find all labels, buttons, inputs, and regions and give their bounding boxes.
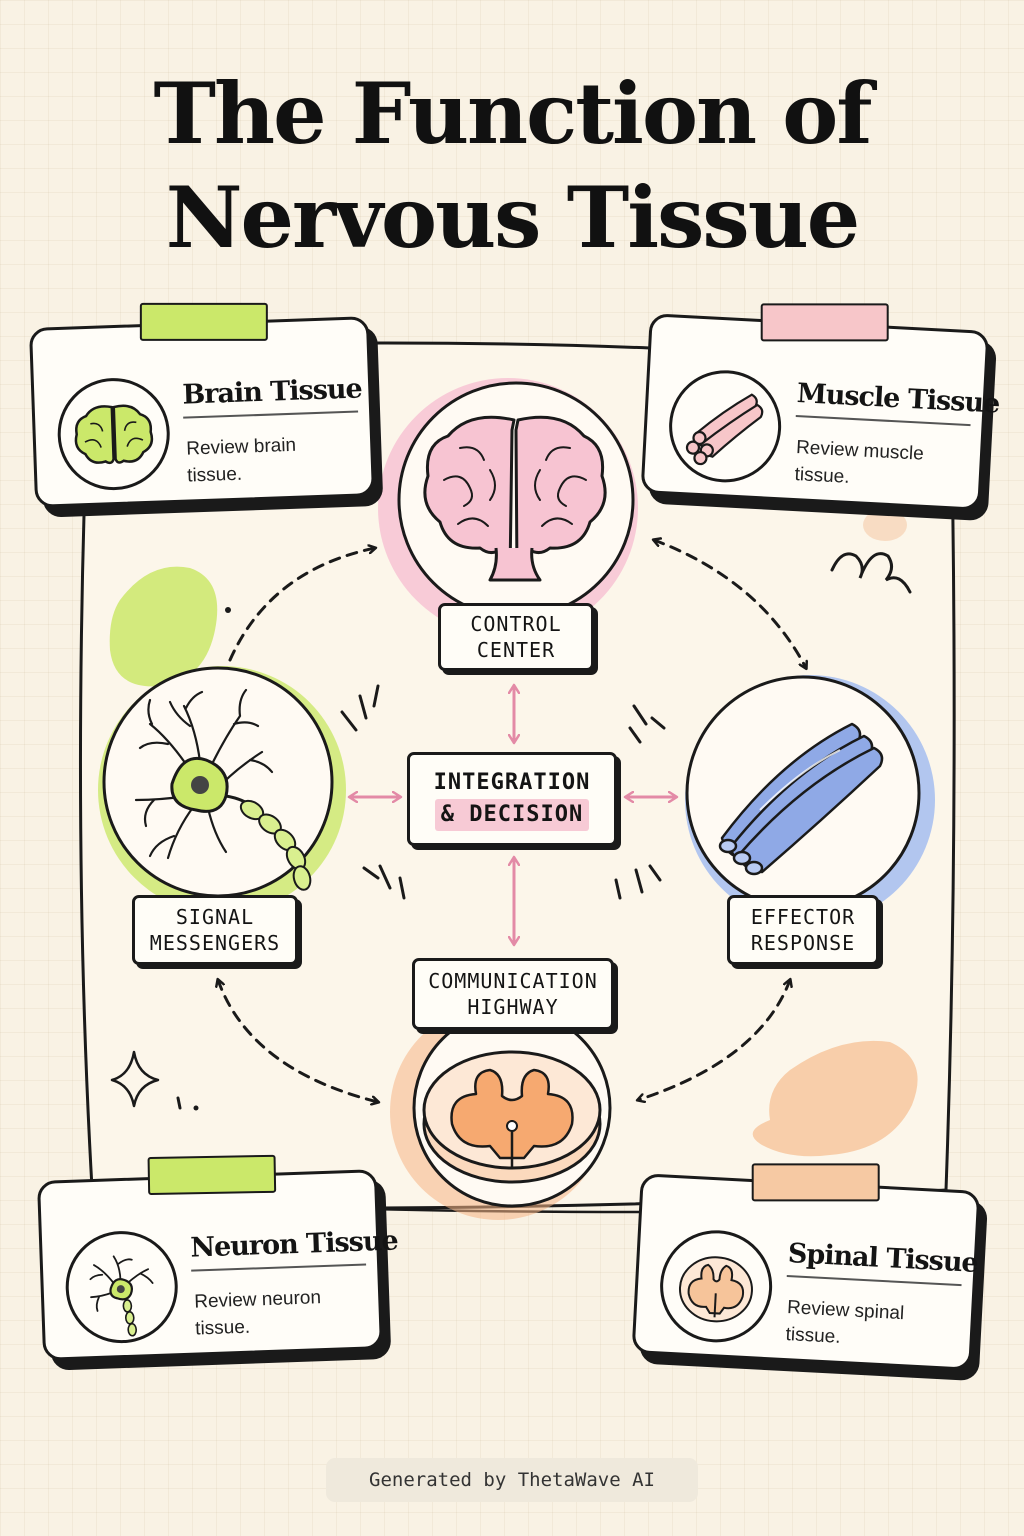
title-line-1: The Function of xyxy=(153,64,873,163)
control-center-node xyxy=(378,378,638,638)
communication-line1: COMMUNICATION xyxy=(428,969,598,993)
spinal-cord-icon xyxy=(657,1227,775,1346)
integration-arrows xyxy=(350,686,676,944)
neuron-icon xyxy=(63,1229,180,1346)
card-tape xyxy=(147,1154,277,1195)
sparkle-icon xyxy=(110,1050,160,1108)
card-tape xyxy=(139,302,268,341)
muscle-tissue-title: Muscle Tissue xyxy=(795,378,1000,427)
spinal-cord-illustration-icon xyxy=(422,1050,602,1184)
card-tape xyxy=(760,303,889,342)
communication-line2: HIGHWAY xyxy=(467,995,559,1019)
brain-tissue-desc: Review brain tissue. xyxy=(185,434,297,487)
neuron-illustration-icon xyxy=(134,688,312,891)
muscle-icon xyxy=(666,367,784,486)
brain-icon xyxy=(55,376,172,493)
spinal-tissue-desc: Review spinal tissue. xyxy=(785,1297,905,1348)
communication-highway-node xyxy=(390,1004,612,1220)
page-title: The Function of Nervous Tissue xyxy=(0,62,1024,270)
green-blob xyxy=(109,566,218,687)
muscle-tissue-card[interactable]: Muscle Tissue Review muscle tissue. xyxy=(640,303,1000,511)
effector-line1: EFFECTOR xyxy=(750,905,856,929)
signal-line2: MESSENGERS xyxy=(149,931,281,955)
squiggle-doodle xyxy=(830,552,912,594)
neuron-tissue-desc: Review neuron tissue. xyxy=(193,1287,322,1340)
muscle-illustration-icon xyxy=(718,722,884,876)
integration-line1: INTEGRATION xyxy=(433,770,591,795)
signal-line1: SIGNAL xyxy=(175,905,255,929)
effector-response-label: EFFECTOR RESPONSE xyxy=(727,895,879,965)
neuron-tissue-card[interactable]: Neuron Tissue Review neuron tissue. xyxy=(36,1154,398,1361)
effector-response-node xyxy=(685,675,935,925)
emphasis-ticks xyxy=(340,684,666,900)
control-center-line1: CONTROL xyxy=(470,612,562,636)
control-center-label: CONTROL CENTER xyxy=(438,603,594,671)
orange-blob xyxy=(752,1040,918,1157)
brain-illustration-icon xyxy=(423,415,607,582)
spinal-tissue-title: Spinal Tissue xyxy=(786,1238,978,1287)
neuron-tissue-title: Neuron Tissue xyxy=(189,1225,398,1272)
communication-highway-label: COMMUNICATION HIGHWAY xyxy=(412,958,614,1030)
cycle-arrows xyxy=(218,540,806,1102)
effector-line2: RESPONSE xyxy=(750,931,856,955)
signal-messengers-node xyxy=(98,666,346,914)
integration-line2: & DECISION xyxy=(434,799,590,831)
brain-tissue-title: Brain Tissue xyxy=(181,373,362,419)
control-center-line2: CENTER xyxy=(476,638,556,662)
brain-tissue-card[interactable]: Brain Tissue Review brain tissue. xyxy=(28,302,376,508)
muscle-tissue-desc: Review muscle tissue. xyxy=(794,437,925,488)
integration-decision-label: INTEGRATION & DECISION xyxy=(407,752,617,846)
spinal-tissue-card[interactable]: Spinal Tissue Review spinal tissue. xyxy=(631,1163,981,1371)
card-tape xyxy=(751,1163,880,1202)
signal-messengers-label: SIGNAL MESSENGERS xyxy=(132,895,298,965)
footer-credit: Generated by ThetaWave AI xyxy=(326,1458,698,1502)
title-line-2: Nervous Tissue xyxy=(165,168,860,267)
